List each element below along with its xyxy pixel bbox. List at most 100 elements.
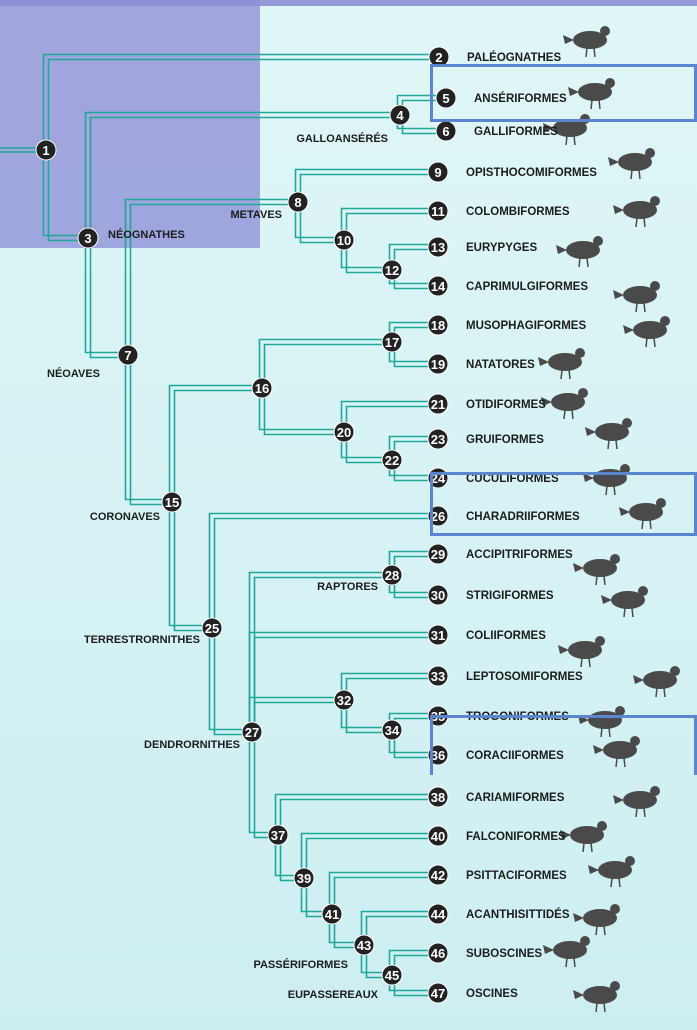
node-29: 29 (427, 543, 449, 565)
node-number: 28 (385, 568, 399, 583)
bird-illustration-13 (556, 236, 603, 268)
branch-41-42 (328, 871, 438, 914)
node-18: 18 (427, 314, 449, 336)
bird-leg-icon (568, 369, 571, 380)
branch-25-27 (213, 628, 252, 736)
bird-leg-icon (603, 925, 606, 936)
bird-leg-icon (600, 727, 603, 738)
bird-body-icon (623, 286, 657, 304)
node-circle (427, 505, 449, 527)
bird-head-icon (610, 554, 620, 564)
bird-leg-icon (635, 217, 638, 228)
bird-head-icon (600, 26, 610, 36)
group-label-45: EUPASSEREAUX (288, 989, 379, 1001)
bird-body-icon (618, 153, 652, 171)
branch-25-27 (208, 628, 252, 731)
node-47: 47 (427, 982, 449, 1004)
branch-1-3 (47, 150, 88, 242)
node-27: 27 (241, 721, 263, 743)
branch-37-38 (279, 798, 438, 835)
bird-leg-icon (586, 257, 589, 268)
taxon-label-2: PALÉOGNATHES (467, 51, 561, 64)
node-circle (201, 617, 223, 639)
node-number: 38 (431, 790, 445, 805)
group-label-15: CORONAVES (90, 511, 160, 523)
bird-leg-icon (565, 957, 568, 968)
node-number: 29 (431, 547, 445, 562)
node-34: 34 (381, 719, 403, 741)
node-circle (333, 421, 355, 443)
node-number: 18 (431, 318, 445, 333)
node-number: 20 (337, 425, 351, 440)
node-number: 41 (325, 907, 339, 922)
group-label-27: DENDRORNITHES (144, 739, 240, 751)
node-21: 21 (427, 393, 449, 415)
node-16: 16 (251, 377, 273, 399)
node-10: 10 (333, 229, 355, 251)
bird-leg-icon (623, 607, 626, 618)
bird-body-icon (570, 826, 604, 844)
bird-tail-icon (560, 830, 571, 839)
node-38: 38 (427, 786, 449, 808)
bird-leg-icon (630, 169, 633, 180)
node-circle (427, 942, 449, 964)
node-41: 41 (321, 903, 343, 925)
taxon-label-29: ACCIPITRIFORMES (466, 549, 573, 561)
node-4: 4 (389, 104, 411, 126)
bird-leg-icon (613, 485, 616, 496)
node-circle (267, 824, 289, 846)
branch-8-9 (299, 173, 438, 202)
bird-illustration-23 (585, 418, 632, 450)
bird-head-icon (597, 821, 607, 831)
node-circle (427, 236, 449, 258)
node-circle (427, 744, 449, 766)
node-circle (427, 584, 449, 606)
group-label-43: PASSÉRIFORMES (253, 958, 348, 971)
node-number: 44 (431, 907, 446, 922)
bird-illustration-46 (543, 936, 590, 968)
branch-3-7 (84, 238, 128, 354)
bird-leg-icon (641, 519, 644, 530)
node-22: 22 (381, 449, 403, 471)
bird-tail-icon (583, 473, 594, 482)
node-circle (381, 964, 403, 986)
highlight-box-charadriiformes (430, 472, 697, 536)
bird-head-icon (650, 281, 660, 291)
taxon-label-18: MUSOPHAGIFORMES (466, 320, 586, 332)
node-25: 25 (201, 617, 223, 639)
bird-head-icon (625, 856, 635, 866)
node-circle (427, 864, 449, 886)
bird-leg-icon (573, 135, 576, 146)
node-number: 15 (165, 495, 179, 510)
bird-leg-icon (595, 575, 598, 586)
bird-leg-icon (573, 957, 576, 968)
bird-leg-icon (603, 1002, 606, 1013)
bird-tail-icon (608, 157, 619, 166)
taxon-label-30: STRIGIFORMES (466, 590, 554, 602)
bird-illustration-38 (613, 786, 660, 818)
branch-8-10 (299, 202, 344, 244)
branch-32-33 (345, 677, 438, 700)
node-number: 11 (431, 204, 445, 219)
node-circle (427, 903, 449, 925)
bird-tail-icon (543, 945, 554, 954)
bird-leg-icon (649, 519, 652, 530)
bird-leg-icon (618, 877, 621, 888)
branch-27-37 (253, 732, 278, 839)
taxon-label-5: ANSÉRIFORMES (474, 92, 567, 105)
bird-body-icon (573, 31, 607, 49)
bird-head-icon (650, 196, 660, 206)
taxon-label-13: EURYPYGES (466, 242, 537, 254)
node-number: 13 (431, 240, 445, 255)
bird-leg-icon (563, 409, 566, 420)
node-14: 14 (427, 275, 449, 297)
node-15: 15 (161, 491, 183, 513)
branch-39-40 (300, 832, 438, 878)
bird-illustration-30 (601, 586, 648, 618)
branch-15-25 (168, 502, 212, 627)
node-37: 37 (267, 824, 289, 846)
taxon-label-31: COLIIFORMES (466, 630, 546, 642)
node-circle (35, 139, 57, 161)
bird-illustration-42 (588, 856, 635, 888)
